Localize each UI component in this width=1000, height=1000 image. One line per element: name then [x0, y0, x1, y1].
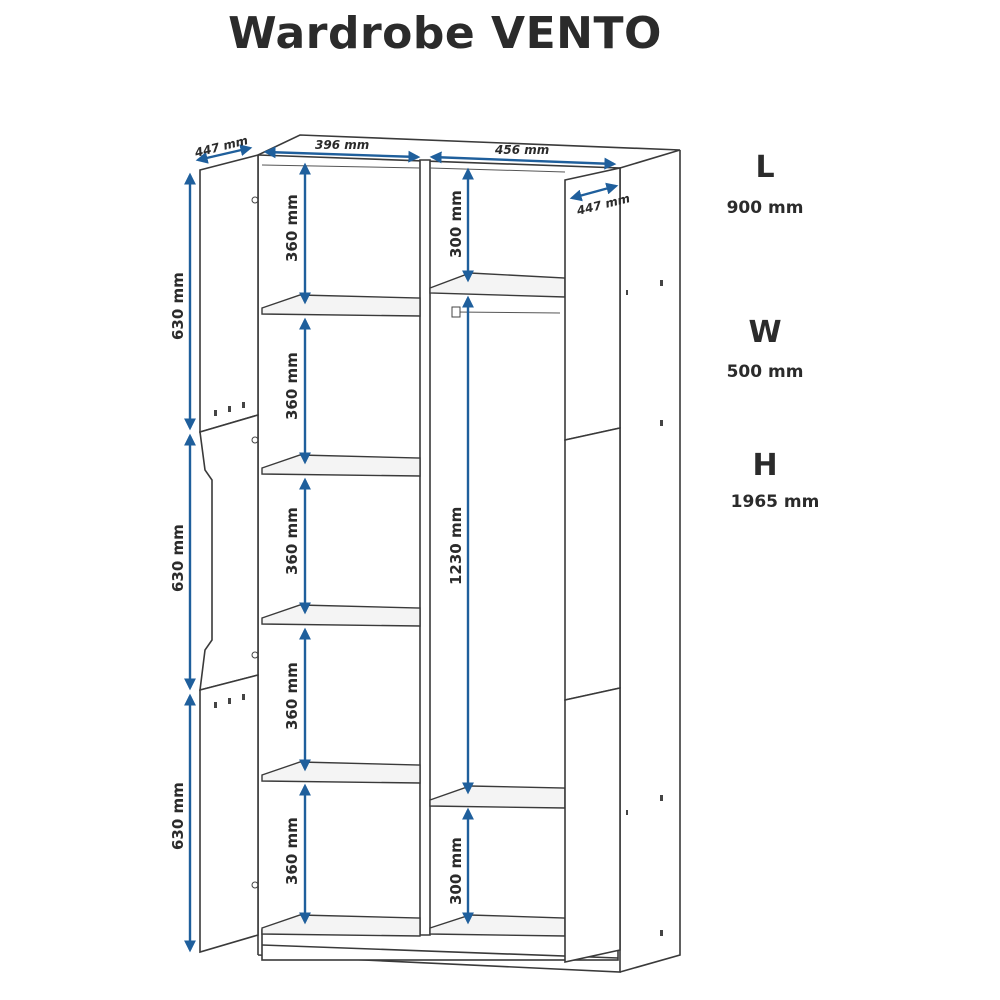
left-door-depth-label: 447 mm — [192, 133, 249, 160]
right-shelves — [429, 272, 566, 937]
left-shelf-1-label: 360 mm — [283, 194, 301, 262]
spec-width-value: 500 mm — [726, 362, 804, 382]
dimension-lines — [184, 144, 619, 953]
right-section-width-label: 456 mm — [494, 143, 549, 157]
spec-length-value: 900 mm — [726, 198, 804, 218]
left-section-width-label: 396 mm — [315, 138, 369, 152]
right-hanging-label: 1230 mm — [447, 507, 465, 585]
right-door — [564, 167, 663, 963]
left-shelf-5-label: 360 mm — [283, 817, 301, 885]
spec-length-letter: L — [755, 150, 775, 185]
left-shelf-3-label: 360 mm — [283, 507, 301, 575]
right-top-label: 300 mm — [447, 190, 465, 258]
left-door — [199, 153, 259, 954]
spec-height-letter: H — [752, 448, 778, 483]
left-shelf-4-label: 360 mm — [283, 662, 301, 730]
spec-width-letter: W — [748, 315, 782, 350]
right-bottom-label: 300 mm — [447, 837, 465, 905]
page-title: Wardrobe VENTO — [228, 8, 662, 59]
spec-height-value: 1965 mm — [730, 492, 820, 512]
door-segment-middle-label: 630 mm — [169, 524, 187, 592]
left-shelf-2-label: 360 mm — [283, 352, 301, 420]
door-segment-bottom-label: 630 mm — [169, 782, 187, 850]
door-segment-top-label: 630 mm — [169, 272, 187, 340]
